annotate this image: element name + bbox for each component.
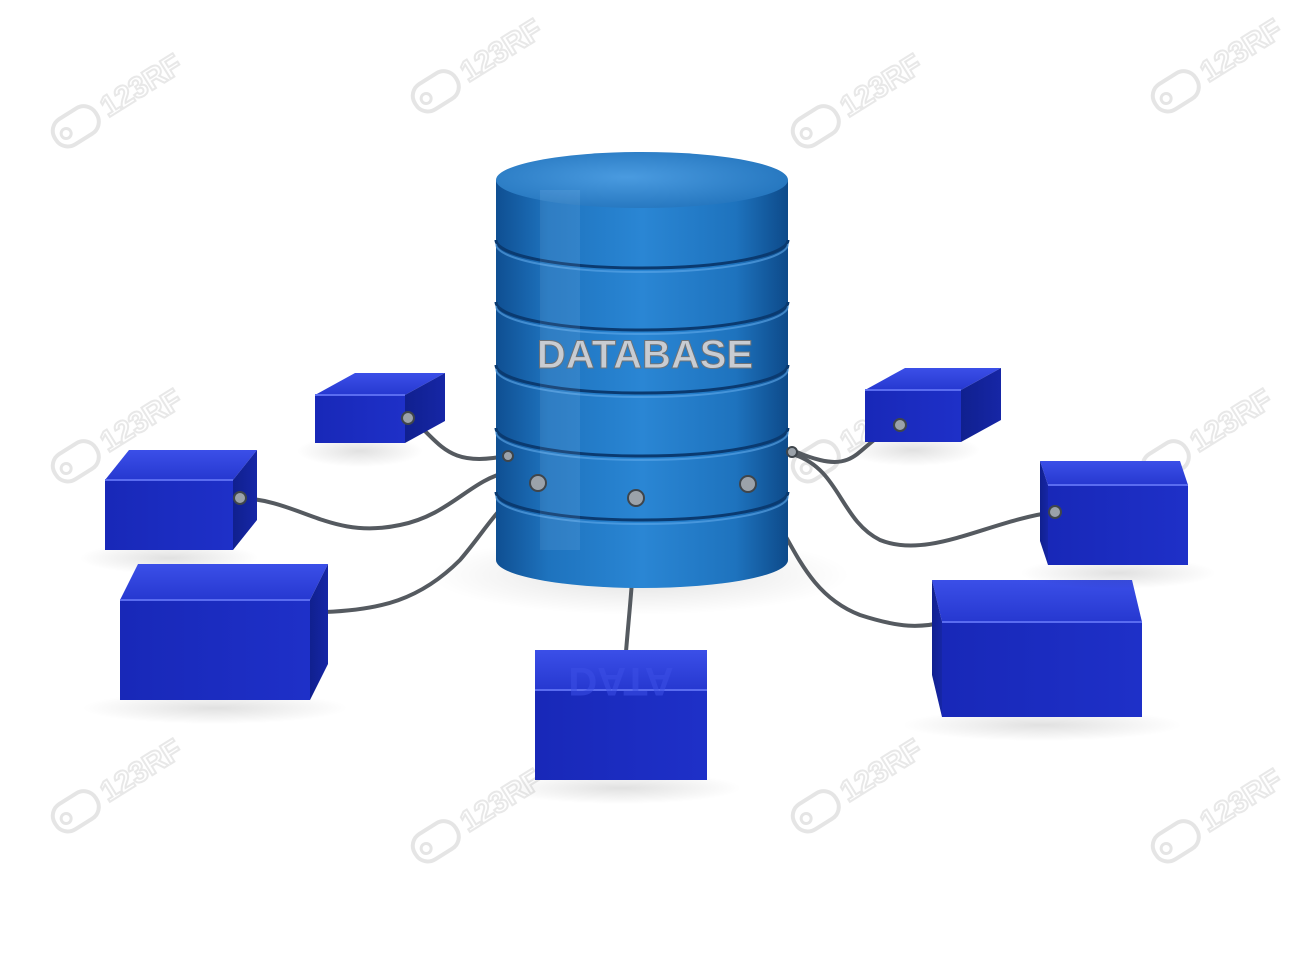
node-port xyxy=(233,491,247,505)
node-top-face xyxy=(120,564,328,600)
cylinder-highlights xyxy=(495,243,789,525)
node-side-face xyxy=(1040,461,1048,565)
node-front-face xyxy=(865,390,961,442)
cable xyxy=(793,453,1057,548)
watermark: 123RF xyxy=(1145,762,1289,869)
port xyxy=(502,450,514,462)
watermark: 123RF xyxy=(405,12,549,119)
watermark-text: 123RF xyxy=(94,383,188,459)
watermark: 123RF xyxy=(45,47,189,154)
network-node xyxy=(1020,461,1216,589)
cylinder-top xyxy=(496,152,788,208)
node-top-face xyxy=(535,650,707,690)
watermark: 123RF xyxy=(45,732,189,839)
node-front-face xyxy=(120,600,310,700)
node-side-face xyxy=(932,580,942,717)
watermark-text: 123RF xyxy=(834,48,928,124)
watermark-text: 123RF xyxy=(454,763,548,839)
node-front-face xyxy=(535,690,707,780)
watermark: 123RF xyxy=(785,47,929,154)
network-node xyxy=(902,580,1182,741)
network-node xyxy=(845,368,1001,466)
node-top-face xyxy=(315,373,445,395)
watermark-text: 123RF xyxy=(1184,383,1278,459)
watermark-text: 123RF xyxy=(94,48,188,124)
node-top-face xyxy=(1040,461,1188,485)
node-reflection-text: DATA xyxy=(568,659,673,703)
port xyxy=(739,475,757,493)
cylinder-grooves xyxy=(494,239,790,522)
watermark: 123RF xyxy=(1145,12,1289,119)
node-side-face xyxy=(405,373,445,443)
network-node xyxy=(500,650,742,804)
node-top-face xyxy=(105,450,257,480)
node-front-face xyxy=(1048,485,1188,565)
node-front-face xyxy=(315,395,405,443)
node-port xyxy=(1048,505,1062,519)
node-side-face xyxy=(310,564,328,700)
watermark: 123RF xyxy=(785,732,929,839)
port xyxy=(786,446,798,458)
network-node xyxy=(82,564,348,724)
watermark-text: 123RF xyxy=(834,733,928,809)
node-top-face xyxy=(932,580,1142,622)
node-front-face xyxy=(942,622,1142,717)
watermark-text: 123RF xyxy=(454,13,548,89)
cylinder-shine xyxy=(540,190,580,550)
cable xyxy=(238,470,510,531)
database-cylinder: DATABASE xyxy=(494,152,798,588)
node-port xyxy=(401,411,415,425)
ports xyxy=(502,446,798,507)
watermark-text: 123RF xyxy=(1194,763,1288,839)
network-node xyxy=(297,373,445,467)
node-group: DATA xyxy=(79,368,1216,804)
cylinder-body xyxy=(496,180,788,588)
node-side-face xyxy=(961,368,1001,442)
node-front-face xyxy=(105,480,233,550)
network-node xyxy=(79,450,259,574)
database-label: DATABASE xyxy=(537,333,753,377)
watermark-text: 123RF xyxy=(1194,13,1288,89)
node-top-face xyxy=(865,368,1001,390)
node-port xyxy=(893,418,907,432)
port xyxy=(627,489,645,507)
port xyxy=(529,474,547,492)
watermark-text: 123RF xyxy=(94,733,188,809)
